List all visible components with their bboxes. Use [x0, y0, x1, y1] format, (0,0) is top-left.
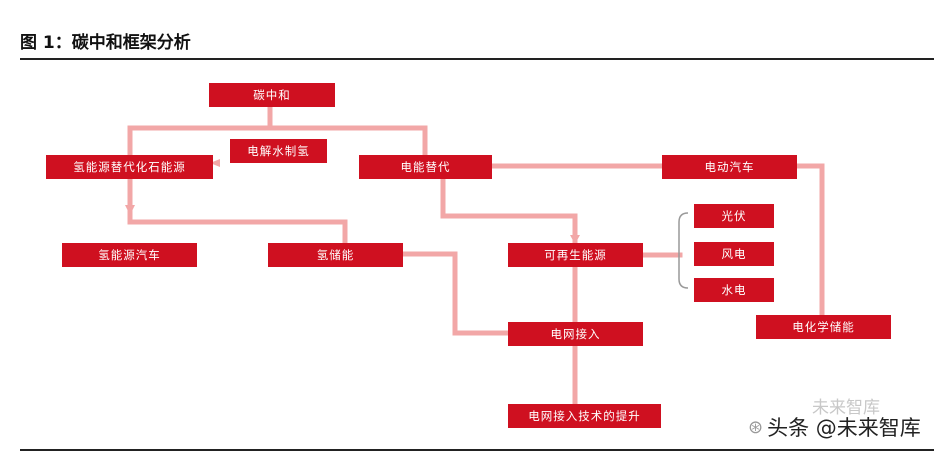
figure-title: 图 1：碳中和框架分析 [20, 33, 191, 53]
node-electricity-replace: 电能替代 [359, 155, 492, 179]
watermark-text: 头条 @未来智库 [767, 416, 921, 440]
arrow-head [570, 235, 580, 244]
node-renewable: 可再生能源 [508, 243, 643, 267]
node-hydrogen-storage: 氢储能 [268, 243, 403, 267]
node-hydrogen-replace-fossil: 氢能源替代化石能源 [46, 155, 213, 179]
node-electric-vehicle: 电动汽车 [662, 155, 797, 179]
node-hydro: 水电 [694, 278, 774, 302]
bracket-connector [678, 212, 689, 289]
node-pv: 光伏 [694, 204, 774, 228]
top-rule [20, 58, 934, 60]
node-carbon-neutral: 碳中和 [209, 83, 335, 107]
node-electrochemical-storage: 电化学储能 [756, 315, 891, 339]
node-wind: 风电 [694, 242, 774, 266]
arrow-head [125, 205, 135, 215]
node-grid-tech-upgrade: 电网接入技术的提升 [508, 404, 661, 428]
node-hydrogen-vehicle: 氢能源汽车 [62, 243, 197, 267]
node-grid-access: 电网接入 [508, 322, 643, 346]
arrow-head [210, 159, 220, 167]
watermark-faint: 未来智库 [812, 398, 880, 418]
wechat-icon: ⊛ [748, 416, 764, 438]
node-hydrogen-production: 电解水制氢 [230, 139, 327, 163]
bottom-rule [20, 449, 934, 451]
watermark: ⊛ 头条 @未来智库 [748, 412, 921, 442]
